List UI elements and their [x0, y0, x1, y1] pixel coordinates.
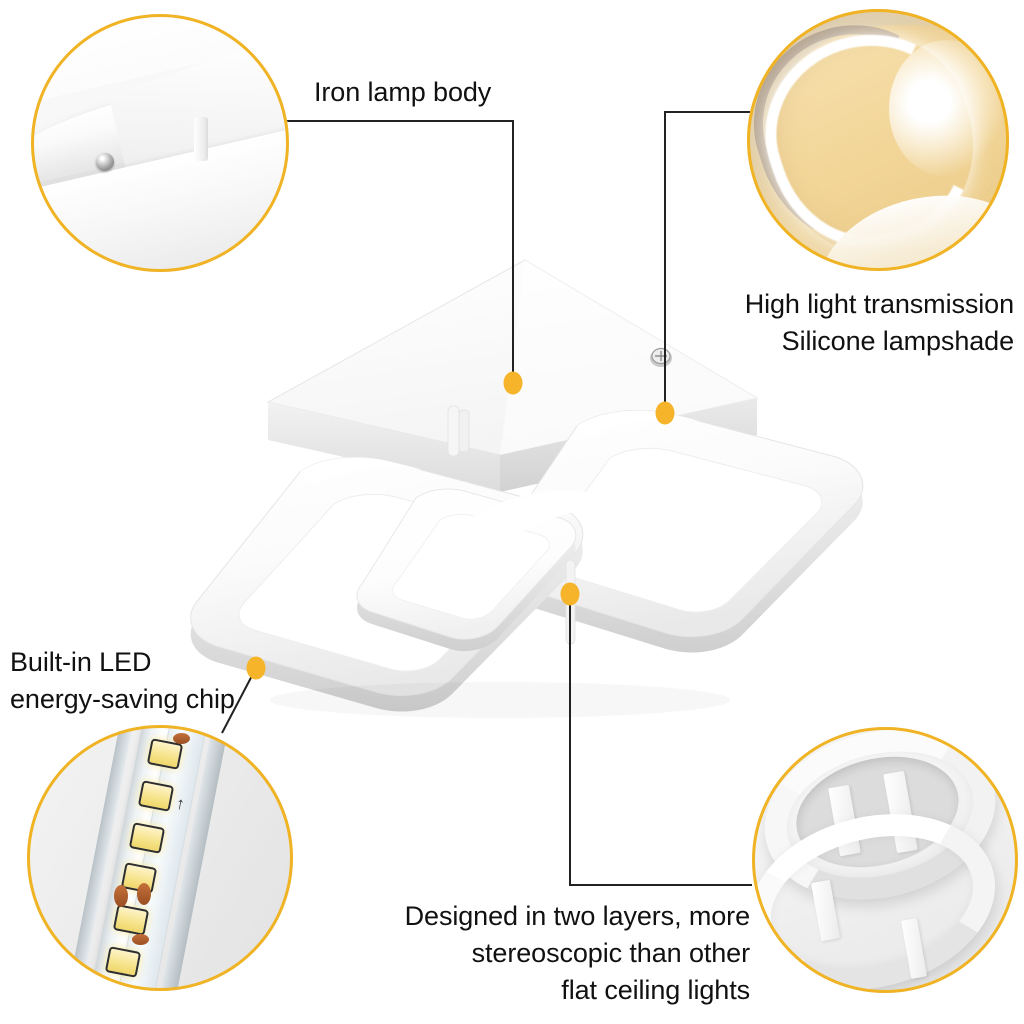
led-strip-photo: ↑: [27, 725, 293, 991]
inset-bottom-left-led-chip: ↑: [27, 725, 293, 991]
lampshade-photo: [747, 9, 1009, 271]
ring-center-small: [356, 488, 577, 652]
lamp-support-post: [193, 117, 208, 162]
ring-right: [492, 409, 864, 653]
inset-top-right-silicone-lampshade: [747, 9, 1009, 271]
two-layer-photo: [752, 727, 1018, 993]
resistor-icon: [173, 733, 190, 744]
callout-label-two-layer-design: Designed in two layers, more stereoscopi…: [404, 901, 750, 1005]
inset-top-left-iron-lamp-body: [31, 14, 289, 272]
dot-led-chip[interactable]: [246, 656, 266, 680]
resistor-icon: [137, 883, 151, 905]
mounting-screw-icon: [95, 153, 114, 172]
dot-iron-lamp-body[interactable]: [503, 371, 523, 395]
dot-silicone-lampshade[interactable]: [655, 401, 675, 425]
dot-two-layer-design[interactable]: [560, 582, 580, 606]
inset-bottom-right-two-layer: [752, 727, 1018, 993]
iron-body-photo: [31, 14, 289, 272]
callout-label-led-chip: Built-in LED energy-saving chip: [10, 647, 235, 714]
shade-highlight: [888, 40, 1004, 177]
callout-label-silicone-lampshade: High light transmission Silicone lampsha…: [744, 289, 1014, 356]
resistor-icon: [114, 885, 128, 907]
callout-label-iron-lamp-body: Iron lamp body: [314, 77, 492, 107]
resistor-icon: [132, 934, 149, 945]
